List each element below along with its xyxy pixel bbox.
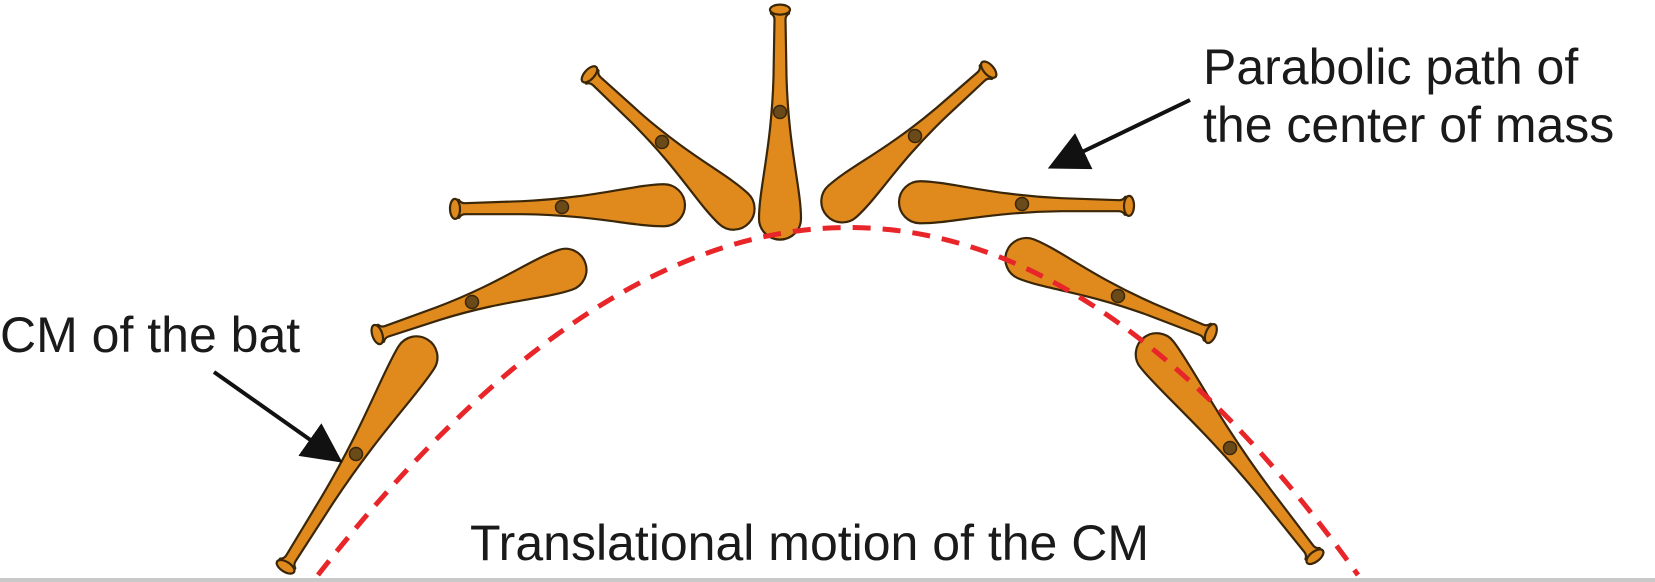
cm-dot [554,199,570,215]
cm-dot [348,446,364,462]
bat-7-knob [1122,194,1136,217]
cm-of-bat-arrow [212,370,343,463]
cm-dot [1014,196,1030,212]
bat-5-knob [768,3,792,16]
bat-6 [820,60,998,224]
bat-4-body [580,65,756,231]
bats-layer [275,3,1325,575]
cm-dot [464,294,480,310]
bat-3-knob [448,197,462,220]
bat-2-body [371,247,588,345]
cm-of-bat-label: CM of the bat [0,307,301,363]
parabolic-path-label-line1: Parabolic path of [1203,39,1579,95]
parabolic-path [316,225,1361,577]
bat-8-knob [1203,322,1218,345]
translational-motion-label: Translational motion of the CM [470,515,1150,571]
bat-4-knob [580,65,599,84]
cm-dots-layer [348,104,1238,462]
bat-1-knob [275,558,296,575]
bat-8 [1004,236,1218,345]
bat-8-body [1004,236,1218,344]
bat-2 [370,247,588,346]
bat-5 [757,3,803,241]
cm-dot [772,104,788,120]
parabolic-path-arrow [1047,98,1191,170]
bottom-border [0,578,1655,582]
bat-5-body [757,6,803,241]
bat-9-knob [1305,548,1325,566]
cm-dot [654,134,670,150]
parabolic-path-label-line2: the center of mass [1203,97,1615,153]
bat-6-body [820,60,998,224]
cm-dot [1222,440,1238,456]
bat-4 [580,65,756,231]
bat-6-knob [979,60,998,79]
cm-dot [1110,288,1126,304]
bat-2-knob [370,323,385,346]
cm-dot [907,128,923,144]
parabolic-path-label: Parabolic path of the center of mass [1203,38,1614,154]
